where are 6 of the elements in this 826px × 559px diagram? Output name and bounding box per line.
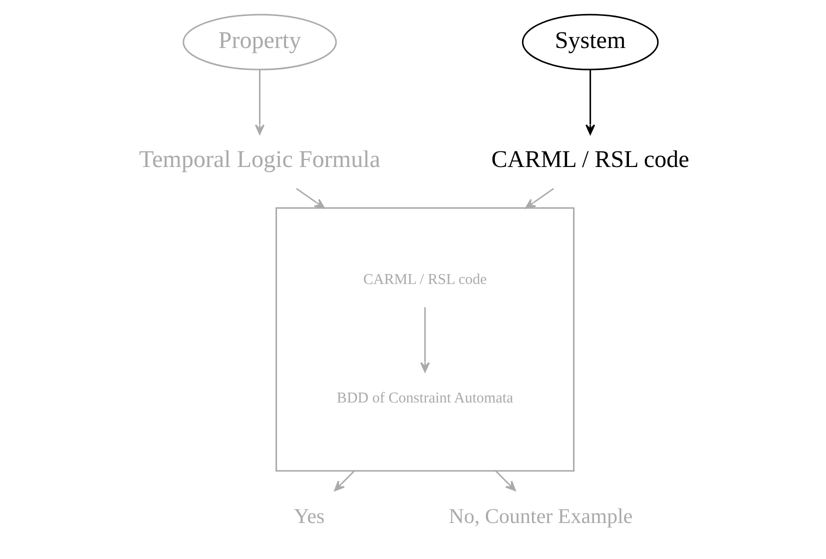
node-text: BDD of Constraint Automata — [336, 390, 514, 407]
node-text: CARML / RSL code — [491, 147, 690, 174]
node-text: CARML / RSL code — [363, 272, 487, 288]
node-text: No, Counter Example — [448, 504, 633, 528]
node-text: Yes — [294, 504, 325, 528]
node-text: Temporal Logic Formula — [139, 147, 380, 174]
